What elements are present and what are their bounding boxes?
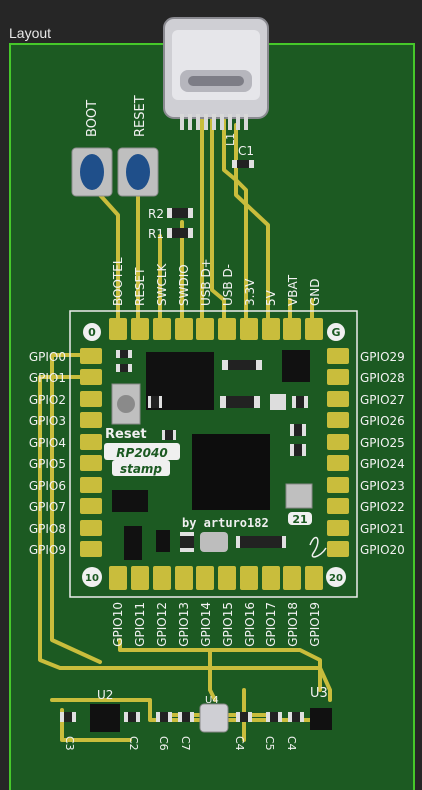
svg-text:GND: GND	[308, 278, 322, 306]
stamp-outline	[69, 310, 358, 598]
svg-text:GPIO20: GPIO20	[360, 543, 405, 557]
stamp-reset-label: Reset	[105, 427, 147, 442]
svg-text:VBAT: VBAT	[286, 274, 300, 306]
boot-button	[71, 147, 113, 197]
reset-button	[117, 147, 159, 197]
svg-text:C4: C4	[233, 736, 246, 751]
stamp-components	[111, 350, 313, 560]
right-pads	[327, 348, 349, 557]
resistors	[167, 208, 193, 238]
bottom-part-labels: C3 C2 C6 C7 C4 C5 C4	[63, 736, 298, 751]
l1-label: L1	[224, 133, 237, 146]
svg-text:GPIO21: GPIO21	[360, 522, 405, 536]
svg-text:GPIO15: GPIO15	[221, 602, 235, 647]
svg-text:GPIO16: GPIO16	[243, 602, 257, 647]
c1-capacitor	[232, 160, 254, 168]
panel-title: Layout	[9, 25, 52, 41]
svg-text:USB D-: USB D-	[221, 264, 235, 306]
left-pin-labels: GPIO0 GPIO1 GPIO2 GPIO3 GPIO4 GPIO5 GPIO…	[29, 350, 66, 557]
r1-label: R1	[148, 227, 164, 241]
signature-mark	[309, 536, 327, 558]
svg-text:USB D+: USB D+	[199, 258, 213, 306]
top-pin-labels: BOOTEL RESET SWCLK SWDIO USB D+ USB D- 3…	[111, 257, 322, 306]
reset-label: RESET	[133, 95, 148, 137]
svg-text:C4: C4	[285, 736, 298, 751]
top-pads	[109, 318, 323, 340]
corner-br: 20	[329, 573, 343, 584]
right-pin-labels: GPIO29 GPIO28 GPIO27 GPIO26 GPIO25 GPIO2…	[360, 350, 405, 557]
svg-text:GPIO13: GPIO13	[177, 602, 191, 647]
svg-text:GPIO23: GPIO23	[360, 479, 405, 493]
svg-text:GPIO24: GPIO24	[360, 457, 405, 471]
stamp-author: by arturo182	[182, 516, 269, 530]
bottom-components	[60, 703, 332, 733]
left-pads	[80, 348, 102, 557]
svg-text:GPIO7: GPIO7	[29, 500, 66, 514]
svg-text:C5: C5	[263, 736, 276, 751]
svg-text:SWDIO: SWDIO	[177, 264, 191, 306]
svg-text:GPIO18: GPIO18	[286, 602, 300, 647]
stamp-num: 21	[292, 513, 307, 526]
svg-text:GPIO12: GPIO12	[155, 602, 169, 647]
svg-text:C6: C6	[157, 736, 170, 751]
svg-text:5V: 5V	[264, 289, 278, 306]
svg-text:C2: C2	[127, 736, 140, 751]
svg-text:GPIO2: GPIO2	[29, 393, 66, 407]
svg-text:GPIO26: GPIO26	[360, 414, 405, 428]
svg-text:C7: C7	[179, 736, 192, 751]
corner-tl: 0	[88, 326, 96, 339]
svg-text:GPIO0: GPIO0	[29, 350, 66, 364]
u4-label: U4	[205, 695, 219, 706]
svg-text:GPIO1: GPIO1	[29, 371, 66, 385]
stamp-name: RP2040	[116, 446, 167, 460]
svg-text:GPIO25: GPIO25	[360, 436, 405, 450]
corner-markers	[82, 323, 346, 587]
svg-text:GPIO27: GPIO27	[360, 393, 405, 407]
u2-label: U2	[97, 688, 113, 702]
svg-text:GPIO11: GPIO11	[133, 602, 147, 647]
svg-text:GPIO22: GPIO22	[360, 500, 405, 514]
c1-label: C1	[238, 144, 254, 158]
svg-text:GPIO5: GPIO5	[29, 457, 66, 471]
svg-text:SWCLK: SWCLK	[155, 262, 169, 306]
svg-text:GPIO17: GPIO17	[264, 602, 278, 647]
svg-text:BOOTEL: BOOTEL	[111, 257, 125, 306]
svg-text:C3: C3	[63, 736, 76, 751]
svg-text:GPIO9: GPIO9	[29, 543, 66, 557]
svg-text:GPIO19: GPIO19	[308, 602, 322, 647]
svg-text:GPIO4: GPIO4	[29, 436, 66, 450]
svg-text:3.3V: 3.3V	[243, 278, 257, 306]
svg-text:GPIO28: GPIO28	[360, 371, 405, 385]
r2-label: R2	[148, 207, 164, 221]
svg-text:RESET: RESET	[133, 267, 147, 306]
svg-text:GPIO14: GPIO14	[199, 602, 213, 647]
boot-label: BOOT	[85, 100, 100, 137]
svg-text:GPIO10: GPIO10	[111, 602, 125, 647]
svg-text:GPIO8: GPIO8	[29, 522, 66, 536]
corner-tr: G	[331, 326, 340, 339]
stamp-sub: stamp	[120, 462, 162, 476]
stamp-name-box	[104, 443, 180, 476]
stamp-num-box	[288, 512, 312, 525]
svg-text:GPIO29: GPIO29	[360, 350, 405, 364]
svg-text:GPIO3: GPIO3	[29, 414, 66, 428]
usb-c-connector	[163, 17, 269, 130]
corner-bl: 10	[85, 573, 99, 584]
bottom-pads	[109, 566, 323, 590]
svg-text:GPIO6: GPIO6	[29, 479, 66, 493]
u3-label: U3	[310, 686, 328, 701]
bottom-pin-labels: GPIO10 GPIO11 GPIO12 GPIO13 GPIO14 GPIO1…	[111, 602, 322, 647]
